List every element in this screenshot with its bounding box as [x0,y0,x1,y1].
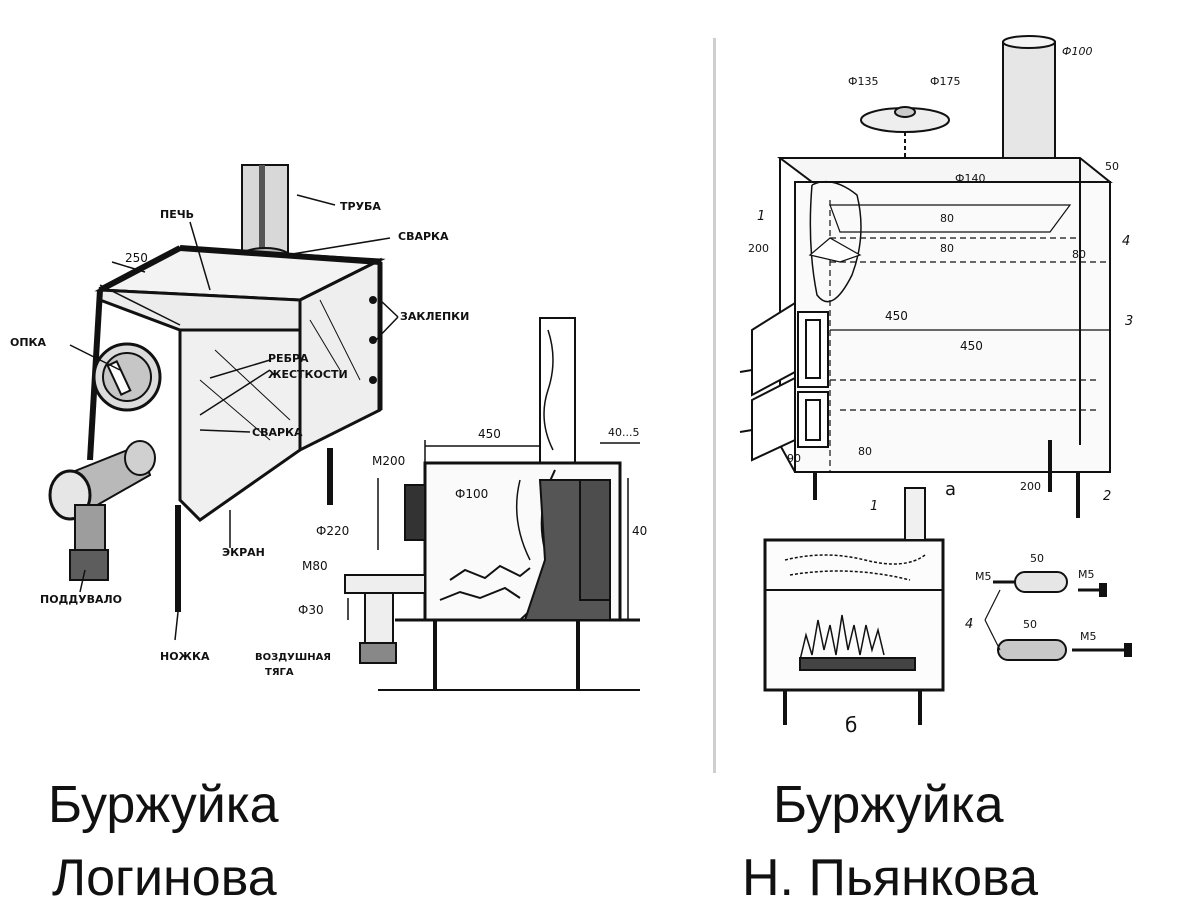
bolt-bottom-m: М5 [1080,630,1097,643]
caption-right-line2: Н. Пьянкова [742,849,1039,907]
caption-left-line1: Буржуйка [48,776,279,834]
firebox-door [92,342,162,412]
dim-m200: М200 [372,454,405,468]
view-a-label: а [945,479,956,500]
dim-80-d: 80 [858,445,872,458]
label-weld-top: СВАРКА [398,230,449,243]
dim-d100-right: Ф100 [1062,45,1092,58]
dim-200-b: 200 [1020,480,1041,493]
dim-80-c: 80 [1072,248,1086,261]
doors-right [739,301,829,462]
callout-1: 1 [757,209,765,224]
label-weld-mid: СВАРКА [252,426,303,439]
label-door: ОПКА [10,336,47,349]
callout-1b: 1 [870,499,878,514]
section-view-b [763,487,945,725]
label-stove: ПЕЧЬ [160,208,194,221]
callout-4b: 4 [965,617,973,632]
label-draft-2: ТЯГА [265,667,294,678]
dim-d30: Ф30 [298,603,324,617]
bolt-bottom-len: 50 [1023,618,1037,631]
label-rivets: ЗАКЛЕПКИ [400,310,469,323]
panel-divider [713,38,716,773]
dim-450-w: 450 [885,309,908,323]
bolt-parts [984,571,1132,661]
dim-450: 450 [478,427,501,441]
loginov-stove-drawing: ТРУБА ПЕЧЬ СВАРКА ЗАКЛЕПКИ РЕБРА ЖЕСТКОС… [10,164,647,691]
dim-450-h: 450 [960,339,983,353]
pyankov-stove-drawing: Ф100 Ф135 Ф175 Ф140 50 80 80 80 200 450 … [739,35,1133,737]
stove-body-right [777,157,1113,473]
dim-200: 200 [748,242,769,255]
view-b-label: б [845,713,857,737]
callout-3: 3 [1125,314,1133,329]
label-ribs-1: РЕБРА [268,352,309,365]
dim-d135: Ф135 [848,75,878,88]
bolt-top-len: 50 [1030,552,1044,565]
section-view [344,317,640,691]
caption-left-line2: Логинова [52,849,277,907]
dim-50: 50 [1105,160,1119,173]
dim-d175: Ф175 [930,75,960,88]
dim-height: 40 [632,524,647,538]
bolt-top-m-right: М5 [1078,568,1095,581]
blower-pipe [48,440,156,581]
label-ribs-2: ЖЕСТКОСТИ [268,368,348,381]
bolt-top-m-left: М5 [975,570,992,583]
dim-90: 90 [787,452,801,465]
label-draft-1: ВОЗДУШНАЯ [255,652,331,663]
label-leg: НОЖКА [160,650,210,663]
dim-d220: Ф220 [316,524,349,538]
dim-gap: 40...5 [608,426,640,439]
dim-80-b: 80 [940,242,954,255]
caption-right-line1: Буржуйка [773,776,1004,834]
callout-2: 2 [1103,489,1111,504]
callout-4: 4 [1122,234,1130,249]
dim-80-a: 80 [940,212,954,225]
dim-d140: Ф140 [955,172,985,185]
dim-250: 250 [125,251,148,265]
dim-d100: Ф100 [455,487,488,501]
label-screen: ЭКРАН [222,546,265,559]
label-blower: ПОДДУВАЛО [40,593,122,606]
dim-m80: М80 [302,559,328,573]
label-pipe: ТРУБА [340,200,381,213]
